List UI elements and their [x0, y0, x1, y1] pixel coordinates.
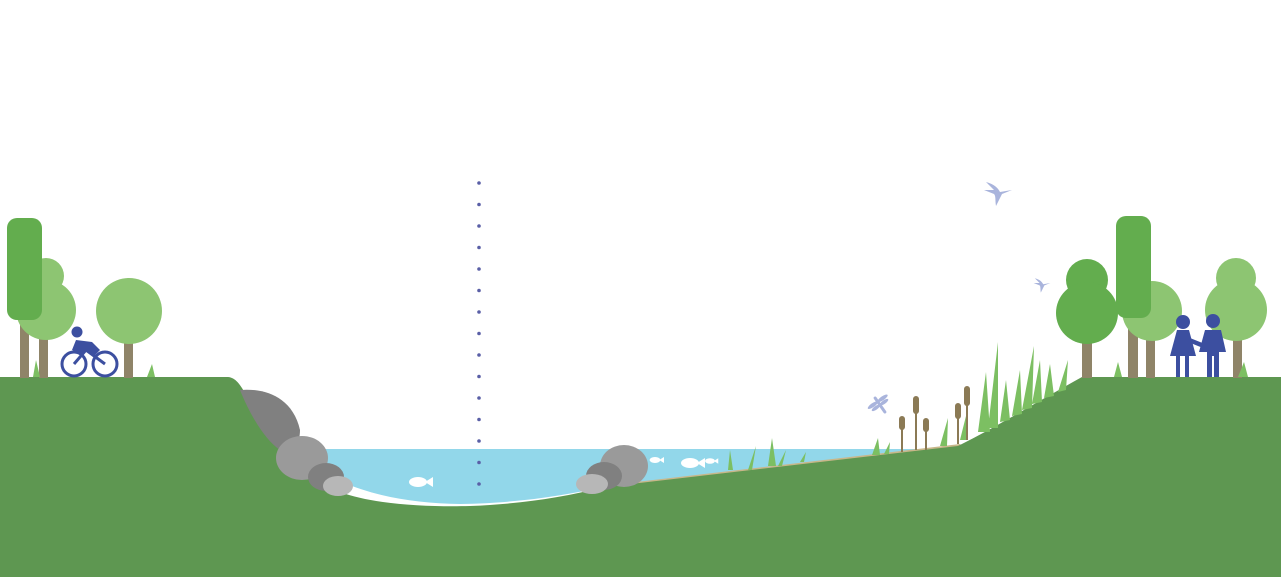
cattail-icon [923, 418, 929, 432]
centerline-dot [477, 374, 481, 379]
cyclist-icon [60, 326, 119, 378]
fish-icon [705, 458, 719, 464]
tree-icon [1056, 282, 1118, 344]
fish-group [409, 457, 719, 487]
cattail-icon [913, 396, 919, 414]
centerline-dot [477, 181, 481, 185]
centerline-dot [477, 245, 481, 250]
centerline-dot [477, 267, 481, 271]
centerline-dot [477, 417, 481, 422]
river-centerline [477, 181, 481, 486]
left-bank-rocks [240, 389, 353, 496]
centerline-dot [477, 288, 481, 293]
centerline-dot [477, 439, 481, 443]
rock-icon [323, 476, 353, 496]
dragonfly-icon [867, 394, 889, 414]
centerline-dot [477, 396, 481, 400]
centerline-dot [477, 353, 481, 357]
centerline-dot [477, 482, 481, 486]
rock-icon [576, 474, 608, 494]
centerline-dot [477, 202, 481, 207]
left-bank-trees [7, 218, 162, 378]
cattail-icon [899, 416, 905, 430]
centerline-dot [477, 331, 481, 336]
cattail-icon [955, 403, 961, 419]
reed-icon [940, 342, 1068, 446]
tree-icon [7, 218, 42, 320]
cattail-icon [964, 386, 970, 406]
right-bank-rocks [576, 445, 648, 494]
tree-icon [1116, 216, 1151, 318]
ground-terrain [0, 377, 1281, 577]
fish-icon [649, 457, 664, 463]
right-bank-trees [1056, 216, 1267, 378]
tree-icon [1205, 279, 1267, 341]
swallow-icon [1033, 278, 1051, 293]
centerline-dot [477, 224, 481, 228]
rock-icon [240, 389, 300, 451]
swallow-icon [984, 182, 1012, 206]
fish-icon [681, 458, 705, 468]
centerline-dot [477, 460, 481, 465]
fish-icon [409, 477, 433, 487]
tree-icon [96, 278, 162, 344]
couple-icon [1170, 314, 1226, 377]
centerline-dot [477, 310, 481, 314]
right-bank-reeds [728, 342, 1068, 470]
